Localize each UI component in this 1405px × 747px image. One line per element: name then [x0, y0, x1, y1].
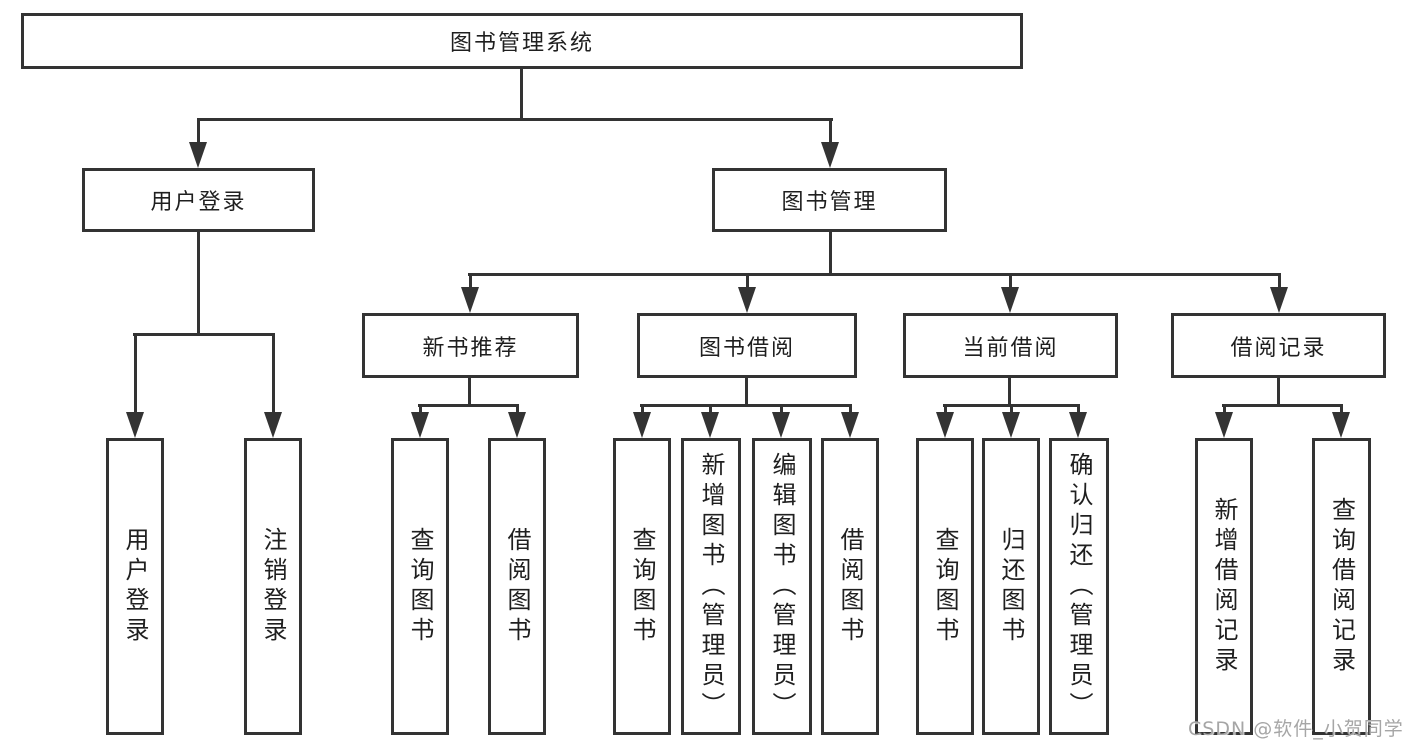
- arrow-to-bb-query: [633, 404, 651, 438]
- arrow-to-user-login: [189, 118, 207, 168]
- arrow-to-current-borrow: [1001, 273, 1019, 313]
- leaf-bb-borrow-books: 借阅图书: [821, 438, 879, 735]
- leaf-bb-borrow-books-label: 借阅图书: [836, 526, 864, 647]
- leaf-cb-confirm-return-admin-label: 确认归还（管理员）: [1065, 451, 1093, 722]
- leaf-br-add-record: 新增借阅记录: [1195, 438, 1253, 735]
- leaf-bb-query-books: 查询图书: [613, 438, 671, 735]
- arrow-to-br-add: [1215, 404, 1233, 438]
- leaf-user-login-label: 用户登录: [121, 526, 149, 647]
- arrow-to-book-mgmt: [821, 118, 839, 168]
- node-root-system: 图书管理系统: [21, 13, 1023, 69]
- arrow-to-nb-borrow: [508, 404, 526, 438]
- leaf-br-add-record-label: 新增借阅记录: [1210, 496, 1238, 677]
- node-current-borrow-label: 当前借阅: [962, 335, 1059, 361]
- arrow-to-book-borrow: [738, 273, 756, 313]
- node-new-book-label: 新书推荐: [422, 335, 519, 361]
- node-current-borrow: 当前借阅: [903, 313, 1118, 378]
- arrow-to-new-book: [461, 273, 479, 313]
- edge-root-stem: [520, 69, 523, 121]
- edge-new-book-stem: [468, 376, 471, 407]
- node-book-mgmt: 图书管理: [712, 168, 947, 232]
- edge-book-borrow-split: [640, 404, 852, 407]
- arrow-to-br-query: [1332, 404, 1350, 438]
- leaf-cb-query-books-label: 查询图书: [931, 526, 959, 647]
- leaf-bb-edit-books-admin-label: 编辑图书（管理员）: [768, 451, 796, 722]
- leaf-br-query-record: 查询借阅记录: [1312, 438, 1371, 735]
- edge-current-borrow-stem: [1008, 376, 1011, 407]
- leaf-bb-add-books-admin: 新增图书（管理员）: [681, 438, 741, 735]
- edge-book-mgmt-split: [468, 273, 1281, 276]
- edge-user-login-stem: [197, 230, 200, 336]
- leaf-nb-query-books: 查询图书: [391, 438, 449, 735]
- edge-root-split: [197, 118, 833, 121]
- arrow-to-cb-query: [936, 404, 954, 438]
- edge-book-borrow-stem: [745, 376, 748, 407]
- leaf-br-query-record-label: 查询借阅记录: [1327, 496, 1356, 677]
- leaf-cb-return-books: 归还图书: [982, 438, 1040, 735]
- leaf-cb-query-books: 查询图书: [916, 438, 974, 735]
- arrow-to-cb-return: [1002, 404, 1020, 438]
- edge-borrow-record-stem: [1277, 376, 1280, 407]
- arrow-to-bb-borrow: [841, 404, 859, 438]
- node-new-book: 新书推荐: [362, 313, 579, 378]
- leaf-logout-label: 注销登录: [259, 526, 287, 647]
- arrow-to-nb-query: [411, 404, 429, 438]
- node-root-label: 图书管理系统: [449, 31, 594, 56]
- leaf-cb-confirm-return-admin: 确认归还（管理员）: [1049, 438, 1109, 735]
- arrow-to-leaf-logout: [264, 333, 282, 438]
- arrow-to-cb-confirm: [1069, 404, 1087, 438]
- edge-borrow-record-split: [1222, 404, 1343, 407]
- node-borrow-record: 借阅记录: [1171, 313, 1386, 378]
- csdn-watermark: CSDN @软件_小贺同学: [1188, 718, 1404, 740]
- node-book-borrow: 图书借阅: [637, 313, 857, 378]
- arrow-to-bb-add: [701, 404, 719, 438]
- leaf-bb-query-books-label: 查询图书: [628, 526, 656, 647]
- arrow-to-bb-edit: [772, 404, 790, 438]
- leaf-bb-edit-books-admin: 编辑图书（管理员）: [752, 438, 812, 735]
- node-user-login-label: 用户登录: [150, 190, 247, 215]
- leaf-bb-add-books-admin-label: 新增图书（管理员）: [697, 451, 725, 722]
- arrow-to-leaf-login: [126, 333, 144, 438]
- edge-user-login-split: [133, 333, 275, 336]
- arrow-to-borrow-record: [1270, 273, 1288, 313]
- edge-book-mgmt-stem: [829, 230, 832, 276]
- leaf-nb-borrow-books: 借阅图书: [488, 438, 546, 735]
- edge-new-book-split: [418, 404, 519, 407]
- leaf-logout: 注销登录: [244, 438, 302, 735]
- leaf-nb-query-books-label: 查询图书: [406, 526, 434, 647]
- node-book-borrow-label: 图书借阅: [698, 335, 795, 361]
- leaf-nb-borrow-books-label: 借阅图书: [503, 526, 531, 647]
- node-borrow-record-label: 借阅记录: [1230, 335, 1327, 361]
- node-book-mgmt-label: 图书管理: [781, 190, 878, 215]
- leaf-cb-return-books-label: 归还图书: [997, 526, 1025, 647]
- leaf-user-login: 用户登录: [106, 438, 164, 735]
- node-user-login: 用户登录: [82, 168, 315, 232]
